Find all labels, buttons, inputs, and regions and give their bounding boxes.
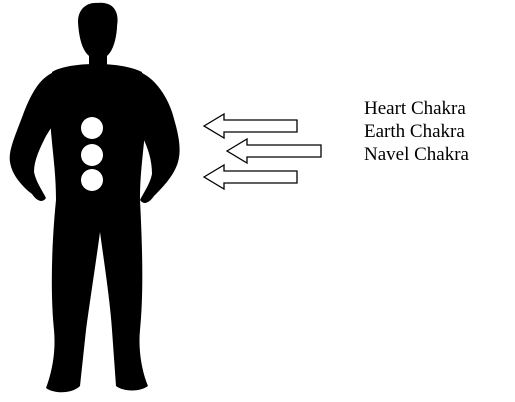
heart-chakra-dot: [81, 117, 103, 139]
earth-chakra-label: Earth Chakra: [364, 121, 465, 142]
heart-chakra-label: Heart Chakra: [364, 98, 466, 119]
chakra-points: [81, 117, 103, 191]
earth-arrow-icon: [225, 137, 322, 165]
navel-chakra-dot: [81, 169, 103, 191]
navel-arrow-icon: [202, 163, 298, 191]
navel-chakra-label: Navel Chakra: [364, 144, 469, 165]
person-silhouette: [9, 2, 180, 393]
heart-arrow-icon: [202, 112, 298, 140]
earth-chakra-dot: [81, 144, 103, 166]
